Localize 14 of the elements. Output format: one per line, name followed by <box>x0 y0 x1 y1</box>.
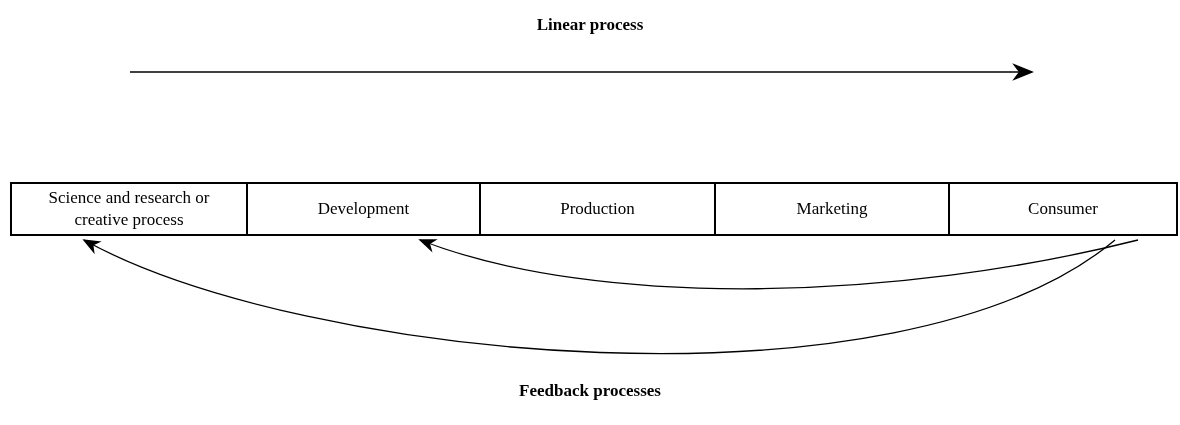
box-text: Consumer <box>1028 198 1098 220</box>
box-text: Marketing <box>796 198 868 220</box>
box-text: Science and research or creative process <box>47 187 211 231</box>
box-text: Development <box>317 198 410 220</box>
process-box <box>948 182 1178 236</box>
process-box <box>479 182 714 236</box>
process-box <box>10 182 246 236</box>
process-box <box>246 182 479 236</box>
box-text: Production <box>560 198 635 220</box>
heading-label: Feedback processes <box>518 380 662 402</box>
process-box <box>714 182 948 236</box>
heading-label: Linear process <box>535 14 645 36</box>
feedback-arrow <box>418 238 1139 290</box>
feedback-arrow <box>82 239 1116 354</box>
